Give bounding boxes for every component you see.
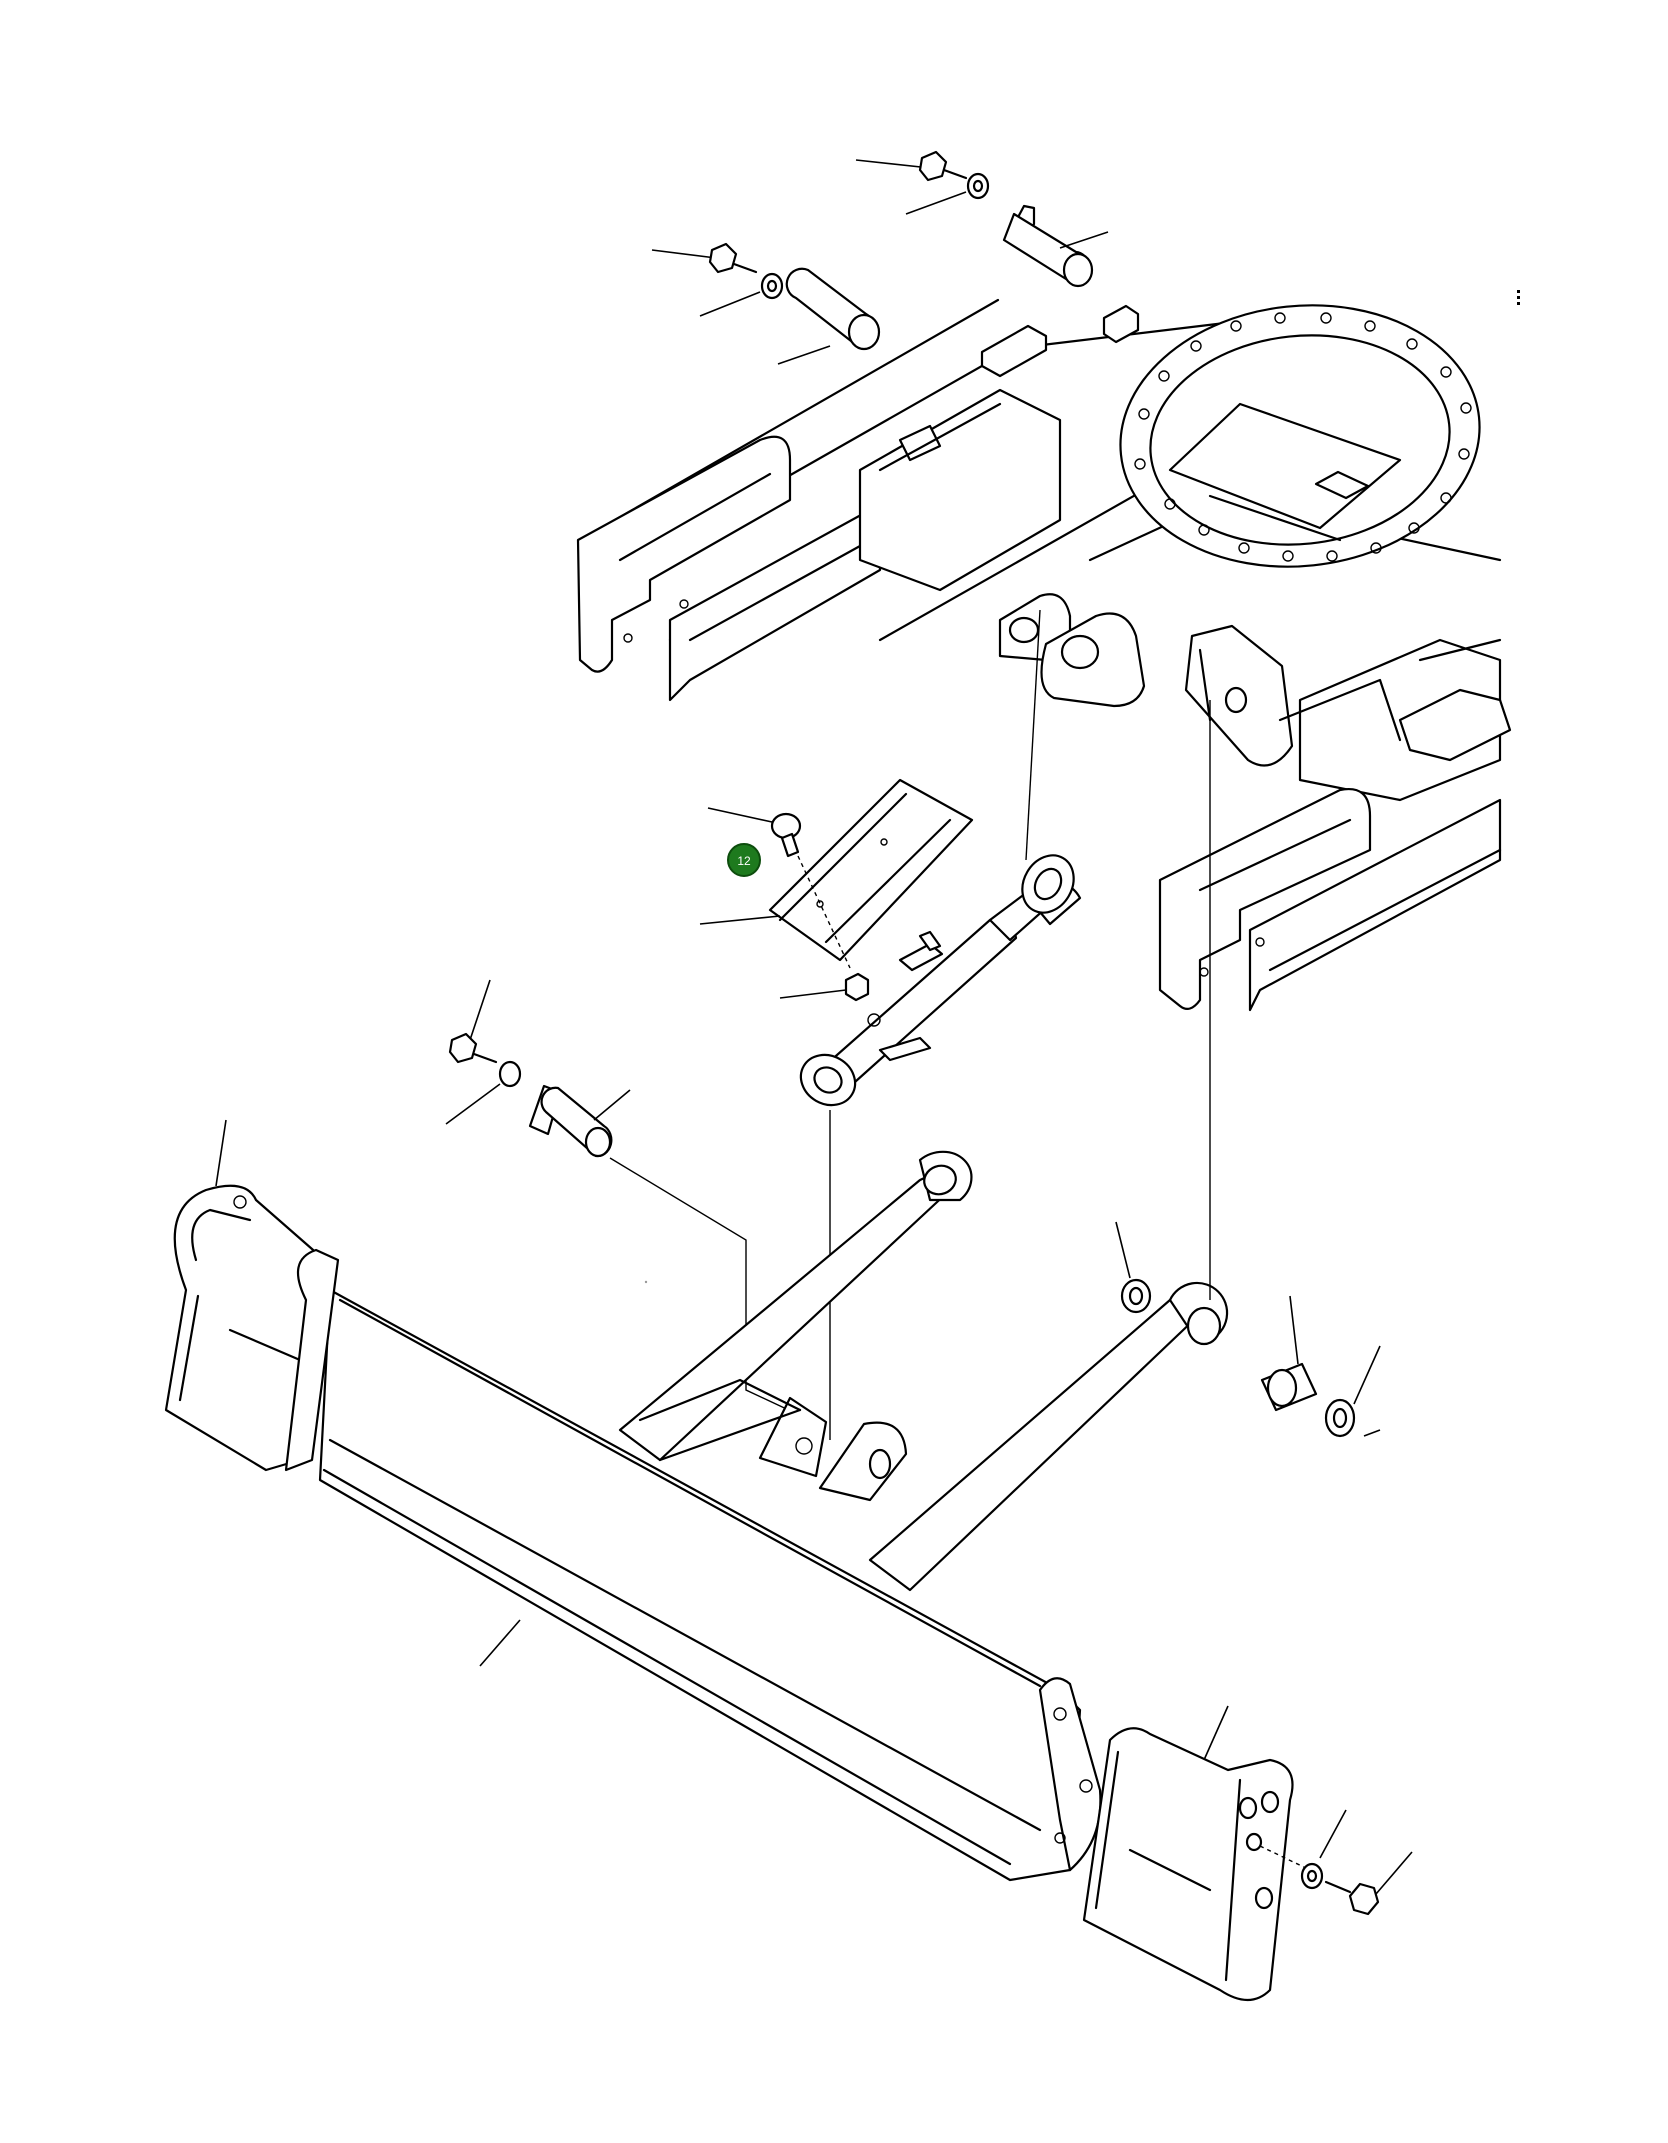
grease-fitting xyxy=(779,972,870,1002)
cover-bolt xyxy=(707,807,851,969)
left-pin-assembly xyxy=(445,979,811,1421)
blade-cylinder xyxy=(799,609,1082,1440)
callout-badge-label: 12 xyxy=(737,854,751,868)
right-track-rail xyxy=(1158,787,1502,1012)
left-end-plate xyxy=(164,1119,340,1472)
right-washer-set xyxy=(1115,1221,1381,1438)
track-frame xyxy=(576,298,1512,802)
cylinder-cover-plate xyxy=(699,778,974,962)
top-right-bolt-assembly xyxy=(855,150,1109,288)
top-left-bolt-assembly xyxy=(651,242,881,365)
slew-ring-bolt-holes xyxy=(1134,312,1472,562)
end-plate-bolt-set xyxy=(1300,1809,1413,1916)
stray-mark xyxy=(644,1280,648,1284)
dozer-blade xyxy=(318,1288,1102,1882)
slew-ring xyxy=(1119,304,1481,568)
vertical-dots-icon[interactable] xyxy=(1512,290,1524,314)
push-arms xyxy=(618,700,1229,1592)
right-end-plate xyxy=(1082,1705,1311,2002)
callout-badge-12[interactable]: 12 xyxy=(727,843,761,877)
